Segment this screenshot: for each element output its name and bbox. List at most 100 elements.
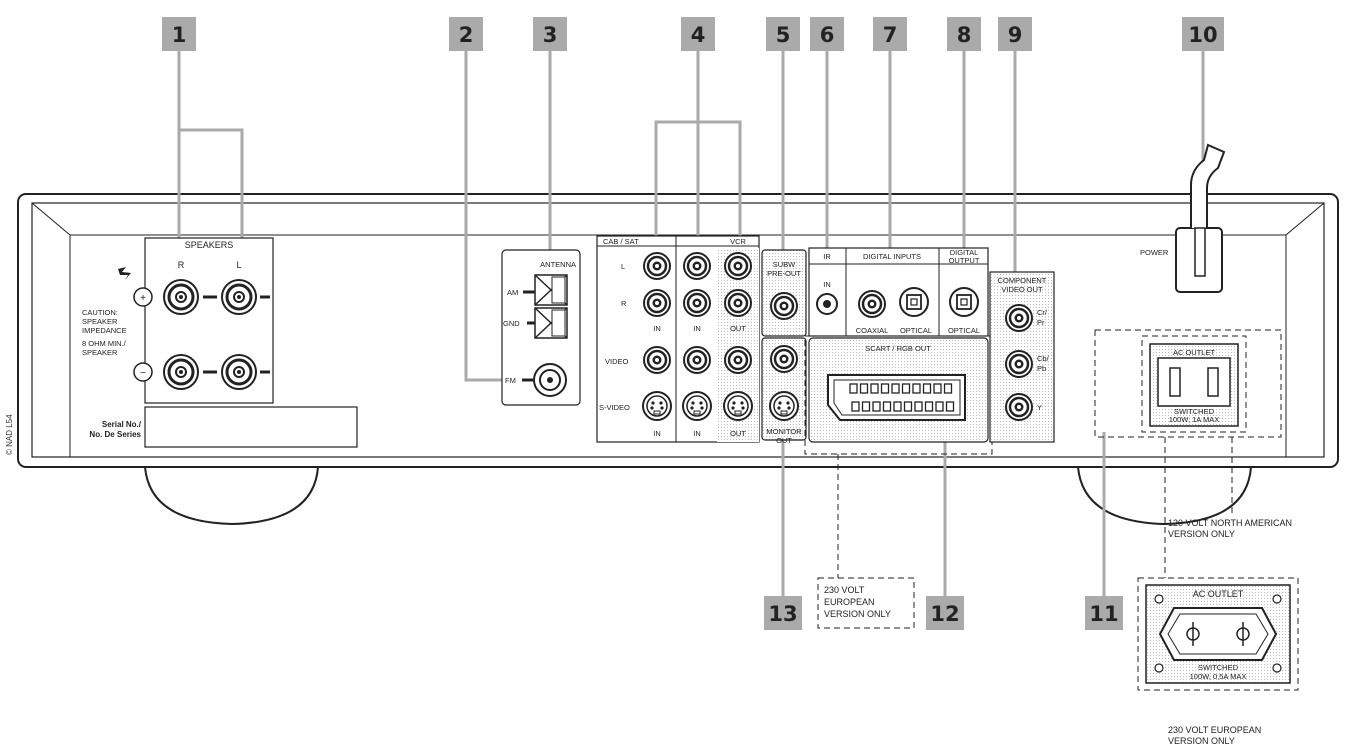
av-svideo-label: S-VIDEO bbox=[599, 403, 630, 412]
cr-label: Cr/ bbox=[1037, 308, 1048, 317]
scart-pin bbox=[851, 401, 860, 412]
serial-label: Serial No./ bbox=[102, 420, 142, 429]
antenna-panel bbox=[501, 249, 581, 406]
digital-output-label: DIGITAL bbox=[950, 248, 979, 257]
callout-8: 8 bbox=[957, 23, 972, 47]
scart-pin bbox=[861, 401, 871, 412]
ac-na-note-2: VERSION ONLY bbox=[1168, 529, 1235, 539]
callout-4: 4 bbox=[691, 23, 706, 47]
scart-note-2: EUROPEAN bbox=[824, 597, 875, 607]
subw-label: SUBW bbox=[773, 260, 796, 269]
scart-pin bbox=[914, 401, 923, 412]
scart-pin bbox=[945, 401, 955, 412]
optical-out-label: OPTICAL bbox=[948, 326, 980, 335]
scart-pin bbox=[893, 401, 902, 412]
scart-pin bbox=[880, 383, 890, 394]
scart-pin bbox=[924, 401, 934, 412]
digital-inputs-label: DIGITAL INPUTS bbox=[863, 252, 921, 261]
serial-box bbox=[144, 406, 358, 448]
component-label: COMPONENT bbox=[998, 276, 1047, 285]
scart-pin bbox=[882, 401, 892, 412]
caution-text-3: IMPEDANCE bbox=[82, 326, 127, 335]
callout-6: 6 bbox=[820, 23, 835, 47]
callout-3: 3 bbox=[543, 23, 558, 47]
caution-text: CAUTION: bbox=[82, 308, 118, 317]
scart-pin bbox=[933, 383, 942, 394]
scart-pin bbox=[870, 383, 879, 394]
coaxial-label: COAXIAL bbox=[856, 326, 889, 335]
scart-pin bbox=[943, 383, 953, 394]
av-in-label-2: IN bbox=[693, 324, 701, 333]
scart-label: SCART / RGB OUT bbox=[865, 344, 931, 353]
scart-pin bbox=[903, 401, 913, 412]
av-in-label-1: IN bbox=[653, 324, 661, 333]
pr-label: Pr bbox=[1037, 318, 1045, 327]
av-in-label-4: IN bbox=[693, 429, 701, 438]
ac-na-switched: SWITCHED bbox=[1174, 407, 1215, 416]
power-label: POWER bbox=[1140, 248, 1169, 257]
callout-boxes bbox=[162, 17, 1224, 630]
power-cord bbox=[1175, 143, 1226, 293]
y-label: Y bbox=[1037, 403, 1042, 412]
cab-sat-label: CAB / SAT bbox=[603, 237, 639, 246]
plus-symbol: + bbox=[140, 293, 146, 304]
callout-1: 1 bbox=[172, 23, 187, 47]
scart-pin bbox=[922, 383, 932, 394]
scart-pin bbox=[912, 383, 921, 394]
scart-panel bbox=[804, 335, 993, 455]
antenna-am-label: AM bbox=[507, 288, 518, 297]
optical-in-label: OPTICAL bbox=[900, 326, 932, 335]
subw-preout-label: PRE-OUT bbox=[767, 269, 801, 278]
speakers-title: SPEAKERS bbox=[185, 240, 234, 250]
av-l-label: L bbox=[621, 262, 625, 271]
antenna-gnd-label: GND bbox=[503, 319, 520, 328]
subw-panel bbox=[761, 249, 807, 337]
callout-5: 5 bbox=[776, 23, 791, 47]
callout-7: 7 bbox=[883, 23, 898, 47]
monitor-label: MONITOR bbox=[766, 427, 802, 436]
pb-label: Pb bbox=[1037, 364, 1046, 373]
ac-eu-note-2: VERSION ONLY bbox=[1168, 736, 1235, 746]
component-video-out-label: VIDEO OUT bbox=[1001, 285, 1043, 294]
ac-eu-rating: 100W, 0,5A MAX bbox=[1190, 672, 1247, 681]
ac-eu-switched: SWITCHED bbox=[1198, 663, 1239, 672]
monitor-out-panel bbox=[761, 337, 807, 441]
ac-na-title: AC OUTLET bbox=[1173, 348, 1216, 357]
ac-outlet-na bbox=[1094, 329, 1282, 578]
caution-text-2: SPEAKER bbox=[82, 317, 118, 326]
minus-symbol: − bbox=[140, 368, 146, 379]
speakers-r-label: R bbox=[178, 260, 185, 270]
scart-pin bbox=[935, 401, 944, 412]
foot-right bbox=[1076, 466, 1253, 526]
scart-pins bbox=[849, 383, 955, 412]
copyright-text: © NAD L54 bbox=[5, 414, 14, 455]
ohm-text-2: SPEAKER bbox=[82, 348, 118, 357]
digital-output-label-2: OUTPUT bbox=[949, 256, 980, 265]
callout-9: 9 bbox=[1008, 23, 1023, 47]
ir-label: IR bbox=[823, 252, 831, 261]
scart-pin bbox=[859, 383, 869, 394]
av-in-label-3: IN bbox=[653, 429, 661, 438]
scart-pin bbox=[872, 401, 881, 412]
leader-lines bbox=[177, 51, 1205, 596]
vcr-label: VCR bbox=[730, 237, 746, 246]
speakers-panel bbox=[118, 237, 274, 404]
av-video-label: VIDEO bbox=[605, 357, 629, 366]
callout-13: 13 bbox=[768, 602, 797, 626]
speakers-l-label: L bbox=[236, 260, 241, 270]
antenna-fm-label: FM bbox=[505, 376, 516, 385]
foot-left bbox=[143, 466, 320, 526]
ac-na-rating: 100W, 1A MAX bbox=[1169, 415, 1219, 424]
component-panel bbox=[989, 271, 1055, 443]
scart-note-3: VERSION ONLY bbox=[824, 609, 891, 619]
callout-2: 2 bbox=[459, 23, 474, 47]
scart-note-box bbox=[817, 454, 915, 629]
scart-pin bbox=[849, 383, 858, 394]
ac-na-note: 120 VOLT NORTH AMERICAN bbox=[1168, 518, 1292, 528]
av-out-label-1: OUT bbox=[730, 324, 746, 333]
digital-panel bbox=[808, 247, 989, 337]
serial-label-fr: No. De Series bbox=[89, 430, 141, 439]
antenna-title: ANTENNA bbox=[540, 260, 576, 269]
monitor-out-label: OUT bbox=[776, 436, 792, 445]
